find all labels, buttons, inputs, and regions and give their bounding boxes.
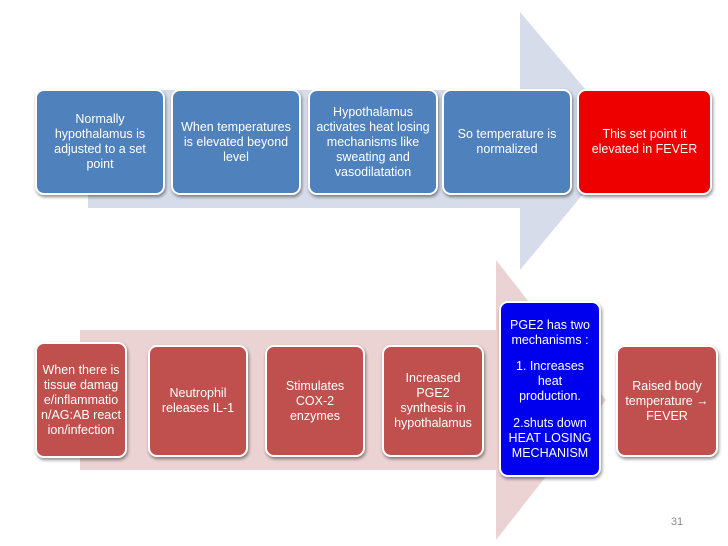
- bottom-step-5-line-1: PGE2 has two mechanisms :: [510, 317, 590, 347]
- bottom-step-6-text: Raised body temperature → FEVER: [625, 378, 709, 423]
- top-step-1: Normally hypothalamus is adjusted to a s…: [35, 89, 165, 195]
- top-step-4-text: So temperature is normalized: [457, 127, 557, 156]
- bottom-step-5-line-3: 2.shuts down HEAT LOSING MECHANISM: [508, 415, 592, 460]
- top-step-3-text: Hypothalamus activates heat losing mecha…: [316, 104, 430, 179]
- bottom-step-3-text: Stimulates COX-2 enzymes: [285, 378, 345, 423]
- top-step-2-text: When temperatures is elevated beyond lev…: [181, 119, 291, 164]
- bottom-step-5-line-2: 1. Increases heat production.: [515, 359, 585, 403]
- top-step-3: Hypothalamus activates heat losing mecha…: [308, 89, 438, 195]
- bottom-step-1: When there is tissue damage/inflammation…: [35, 342, 127, 458]
- top-step-4: So temperature is normalized: [442, 89, 572, 195]
- bottom-step-4-text: Increased PGE2 synthesis in hypothalamus: [394, 371, 472, 430]
- bottom-step-1-text: When there is tissue damage/inflammation…: [41, 362, 121, 437]
- top-step-1-text: Normally hypothalamus is adjusted to a s…: [54, 112, 146, 171]
- top-step-5-highlight: This set point it elevated in FEVER: [577, 89, 712, 195]
- bottom-step-2-text: Neutrophil releases IL-1: [161, 386, 235, 415]
- page-number: 31: [670, 516, 684, 528]
- bottom-step-3: Stimulates COX-2 enzymes: [265, 345, 365, 457]
- bottom-step-5-highlight: PGE2 has two mechanisms : 1. Increases h…: [499, 301, 601, 477]
- bottom-step-2: Neutrophil releases IL-1: [148, 345, 248, 457]
- bottom-step-4: Increased PGE2 synthesis in hypothalamus: [382, 345, 484, 457]
- bottom-step-6: Raised body temperature → FEVER: [616, 345, 718, 457]
- top-step-2: When temperatures is elevated beyond lev…: [171, 89, 301, 195]
- top-step-5-text: This set point it elevated in FEVER: [591, 127, 698, 156]
